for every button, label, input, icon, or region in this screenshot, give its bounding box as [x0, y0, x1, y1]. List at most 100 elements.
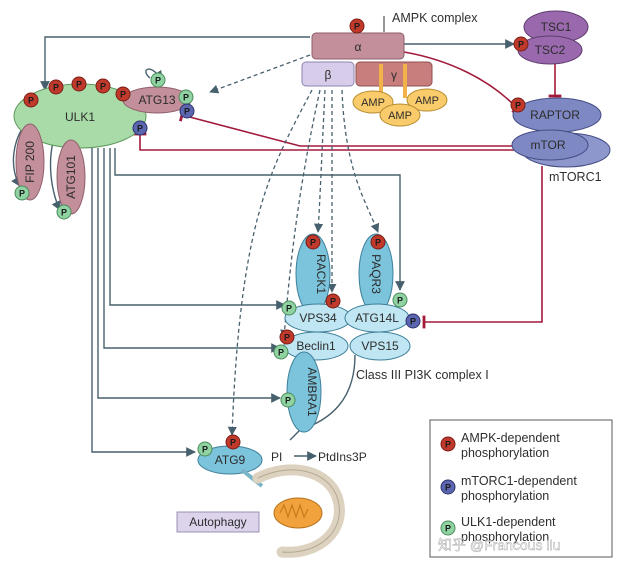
phospho-ulk1-1-icon — [23, 92, 39, 108]
legend-ulk1-icon — [440, 520, 456, 536]
paqr3-label: PAQR3 — [369, 254, 383, 294]
mtorc1-label: mTORC1 — [549, 170, 602, 184]
phospho-label: P — [445, 524, 451, 534]
phospho-ulk1-2-icon — [48, 79, 64, 95]
phospho-paqr3-icon — [370, 234, 386, 250]
mtor-inhibits-ulk1-second — [133, 132, 520, 151]
phospho-label: P — [286, 304, 292, 314]
phospho-atg9-ampk-icon — [225, 434, 241, 450]
phospho-ulk1-mtorc1-icon — [132, 120, 148, 136]
legend-ampk-line2: phosphorylation — [461, 446, 549, 460]
legend-box — [429, 419, 613, 558]
phospho-label: P — [19, 189, 25, 199]
ampk-to-rack1-dashed — [313, 89, 326, 233]
phospho-label: P — [28, 96, 34, 106]
ulk1-to-beclin1 — [103, 148, 281, 353]
legend-mtorc1-line2: phosphorylation — [461, 489, 549, 503]
autophagy-label-box — [176, 511, 260, 533]
phospho-beclin1-ulk1-icon — [273, 344, 289, 360]
ampk-gamma-subunit — [355, 61, 433, 87]
phospho-label: P — [330, 297, 336, 307]
mtorc1-complex: RAPTOR mTOR P mTORC1 — [510, 97, 611, 184]
pi3k-complex-caption: Class III PI3K complex I — [356, 368, 489, 382]
amp-link-1 — [379, 64, 383, 98]
phospho-label: P — [76, 80, 82, 90]
ampk-complex: AMPK complex α β γ AMP AMP AMP P — [301, 11, 478, 127]
phospho-label: P — [137, 124, 143, 134]
ampk-to-atg9-dashed — [227, 89, 313, 436]
phospho-label: P — [445, 440, 451, 450]
ulk1-to-atg9 — [91, 148, 196, 457]
amp-link-2 — [403, 64, 407, 98]
autophagy-label: Autophagy — [189, 515, 246, 529]
phospho-atg101-icon — [56, 204, 72, 220]
beclin1-label: Beclin1 — [296, 339, 336, 353]
phospho-label: P — [202, 445, 208, 455]
tsc1-label: TSC1 — [541, 20, 572, 34]
ulk1-label: ULK1 — [65, 110, 95, 124]
pi3k-complex: RACK1 PAQR3 VPS34 ATG14L Beclin1 VPS15 A… — [273, 233, 489, 433]
amp-molecule — [379, 103, 421, 127]
phospho-label: P — [310, 238, 316, 248]
reaction-product: PtdIns3P — [318, 450, 367, 464]
phospho-atg13-mtorc1-icon — [179, 103, 195, 119]
ampk-to-ulk1-arrow — [40, 36, 310, 91]
phospho-label: P — [120, 90, 126, 100]
legend-ulk1-line1: ULK1-dependent — [461, 515, 556, 529]
mtor-protein — [511, 129, 589, 161]
atg13-label: ATG13 — [138, 93, 175, 107]
phospho-label: P — [285, 396, 291, 406]
mtor-label: mTOR — [530, 138, 565, 152]
phospho-raptor-icon — [510, 97, 526, 113]
phospho-label: P — [284, 333, 290, 343]
mitochondrion-icon — [273, 497, 323, 529]
atg101-label: ATG101 — [64, 155, 78, 199]
ampk-beta-subunit — [301, 61, 355, 87]
phospho-ampk-label: P — [354, 22, 360, 32]
atg14l-label: ATG14L — [355, 311, 399, 325]
amp-molecule — [406, 88, 448, 112]
phospho-label: P — [445, 483, 451, 493]
phospho-atg9-ulk1-icon — [197, 441, 213, 457]
vps15-label: VPS15 — [361, 339, 399, 353]
rack1-label: RACK1 — [314, 254, 328, 294]
ambra1-protein — [286, 351, 322, 433]
ampk-inhibits-raptor — [403, 51, 523, 114]
amp-label-1: AMP — [361, 97, 385, 109]
phospho-label: P — [230, 438, 236, 448]
phospho-label: P — [155, 76, 161, 86]
ambra1-label: AMBRA1 — [305, 367, 319, 417]
ampk-to-atg13-dashed — [209, 54, 311, 94]
mtorc1-inhibits-atg14l — [422, 166, 543, 329]
legend-mtorc1-icon — [440, 479, 456, 495]
phospho-ampk-icon — [349, 18, 365, 34]
phospho-label: P — [183, 93, 189, 103]
phospho-ulk1-4-icon — [95, 78, 111, 94]
phospho-ulk1-3-icon — [71, 76, 87, 92]
fip200-protein — [15, 123, 45, 201]
phospho-label: P — [184, 107, 190, 117]
phospho-tsc2-label: P — [518, 40, 524, 50]
ulk1-to-ambra1 — [97, 148, 281, 403]
legend-ulk1-line2: phosphorylation — [461, 530, 549, 544]
legend: P AMPK-dependent phosphorylation P mTORC… — [429, 419, 613, 558]
phospho-label: P — [397, 296, 403, 306]
amp-label-2: AMP — [415, 95, 439, 107]
ampk-beta-label: β — [325, 68, 332, 82]
phospho-label: P — [278, 348, 284, 358]
ulk1-to-vps34 — [109, 148, 286, 310]
ampk-complex-title: AMPK complex — [392, 11, 478, 25]
amp-molecule — [352, 90, 394, 114]
ulk1-complex: ULK1 ATG13 FIP 200 ATG101 P P P P P P P … — [13, 72, 195, 220]
watermark: 知乎 @Francous liu — [438, 537, 560, 553]
phospho-atg13-ulk1-icon — [150, 72, 166, 88]
phospho-vps34-ampk-icon — [325, 293, 341, 309]
mitochondrion-cristae — [279, 503, 309, 519]
phospho-tsc2-icon — [513, 36, 529, 52]
phospho-atg14l-mtorc1-icon — [405, 313, 421, 329]
ulk1-to-paqr3 — [114, 148, 405, 291]
phospho-label: P — [375, 238, 381, 248]
phospho-rack1-icon — [305, 234, 321, 250]
ampk-alpha-label: α — [355, 40, 362, 54]
